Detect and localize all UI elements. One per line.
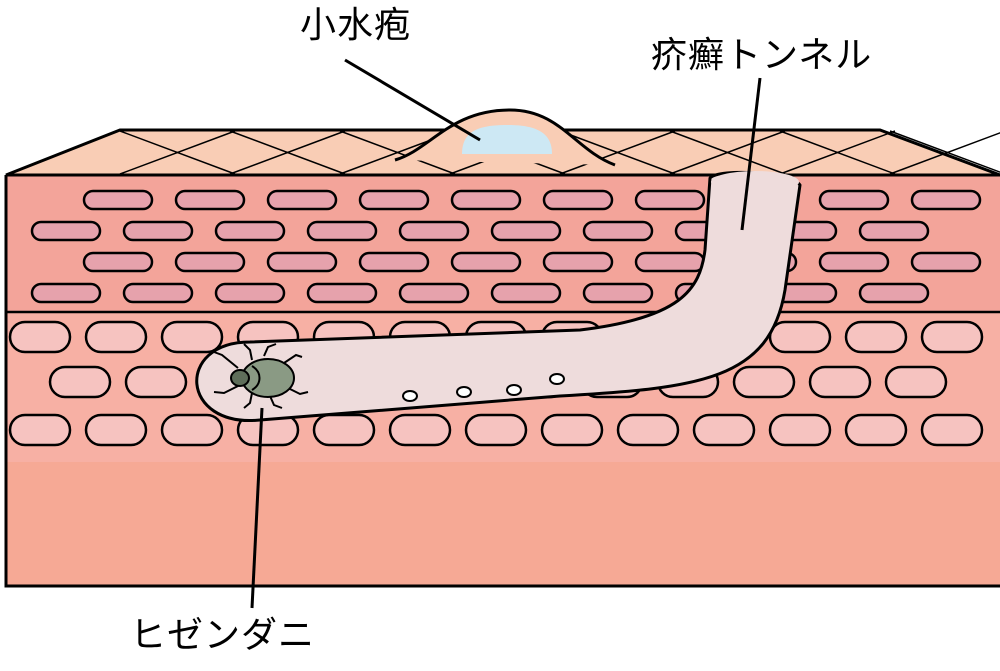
- lower-cell: [540, 413, 604, 447]
- upper-cell: [582, 282, 654, 304]
- lower-cell: [692, 413, 756, 447]
- upper-cell: [30, 220, 102, 242]
- burrow-tunnel: [195, 170, 802, 422]
- egg: [402, 390, 418, 402]
- lower-cell: [8, 320, 72, 354]
- upper-cell: [214, 220, 286, 242]
- tunnel-opening: [711, 171, 799, 193]
- upper-cell: [174, 251, 246, 273]
- lower-cell: [84, 320, 148, 354]
- lower-cell: [732, 365, 796, 399]
- upper-cell: [818, 189, 890, 211]
- egg: [549, 373, 565, 385]
- lower-cell: [8, 413, 72, 447]
- upper-cell: [634, 251, 706, 273]
- upper-cell: [490, 282, 562, 304]
- upper-cell: [82, 189, 154, 211]
- upper-cell: [306, 282, 378, 304]
- upper-cell: [398, 220, 470, 242]
- vesicle-label: 小水疱: [300, 5, 412, 46]
- upper-cell: [214, 282, 286, 304]
- lower-cell: [884, 365, 948, 399]
- upper-cell: [542, 189, 614, 211]
- upper-cell: [358, 189, 430, 211]
- lower-cell: [48, 365, 112, 399]
- upper-cell: [490, 220, 562, 242]
- upper-cell: [266, 189, 338, 211]
- lower-cell: [616, 413, 680, 447]
- upper-cell: [266, 251, 338, 273]
- lower-cell: [464, 413, 528, 447]
- lower-cell: [920, 320, 984, 354]
- upper-cell: [122, 220, 194, 242]
- mite-leader-line: [250, 407, 264, 609]
- tunnel-label: 疥癬トンネル: [651, 35, 873, 76]
- upper-cell: [358, 251, 430, 273]
- upper-cell: [858, 220, 930, 242]
- lower-cell: [388, 413, 452, 447]
- lower-cell: [160, 320, 224, 354]
- vesicle-fluid: [462, 125, 552, 154]
- upper-cell: [82, 251, 154, 273]
- upper-cell: [858, 282, 930, 304]
- upper-cell: [174, 189, 246, 211]
- hatch-line: [669, 130, 786, 175]
- hatch-line: [119, 130, 236, 175]
- mite-icon: [213, 343, 309, 409]
- lower-cell: [160, 413, 224, 447]
- upper-cell: [122, 282, 194, 304]
- vesicle-leader-line: [344, 58, 481, 142]
- lower-cell: [844, 320, 908, 354]
- upper-cell: [30, 282, 102, 304]
- upper-cell: [910, 251, 982, 273]
- lower-cell: [768, 413, 832, 447]
- upper-cell: [542, 251, 614, 273]
- lower-cell: [768, 320, 832, 354]
- egg: [506, 384, 522, 396]
- hatch-line: [779, 130, 896, 175]
- lower-cell: [844, 413, 908, 447]
- upper-cell: [634, 189, 706, 211]
- lower-cell: [312, 413, 376, 447]
- hatch-line: [229, 130, 346, 175]
- lower-cell: [920, 413, 984, 447]
- lower-cell: [84, 413, 148, 447]
- upper-cell: [582, 220, 654, 242]
- lower-cell: [808, 365, 872, 399]
- upper-cell: [398, 282, 470, 304]
- upper-cell: [450, 251, 522, 273]
- hatch-line: [889, 132, 1000, 175]
- upper-cell: [910, 189, 982, 211]
- mite-label: ヒゼンダニ: [130, 615, 316, 656]
- upper-cell: [818, 251, 890, 273]
- upper-cell: [450, 189, 522, 211]
- tunnel-leader-line: [740, 77, 762, 231]
- lower-cell: [124, 365, 188, 399]
- hatch-line: [559, 130, 676, 175]
- egg: [456, 386, 472, 398]
- upper-cell: [306, 220, 378, 242]
